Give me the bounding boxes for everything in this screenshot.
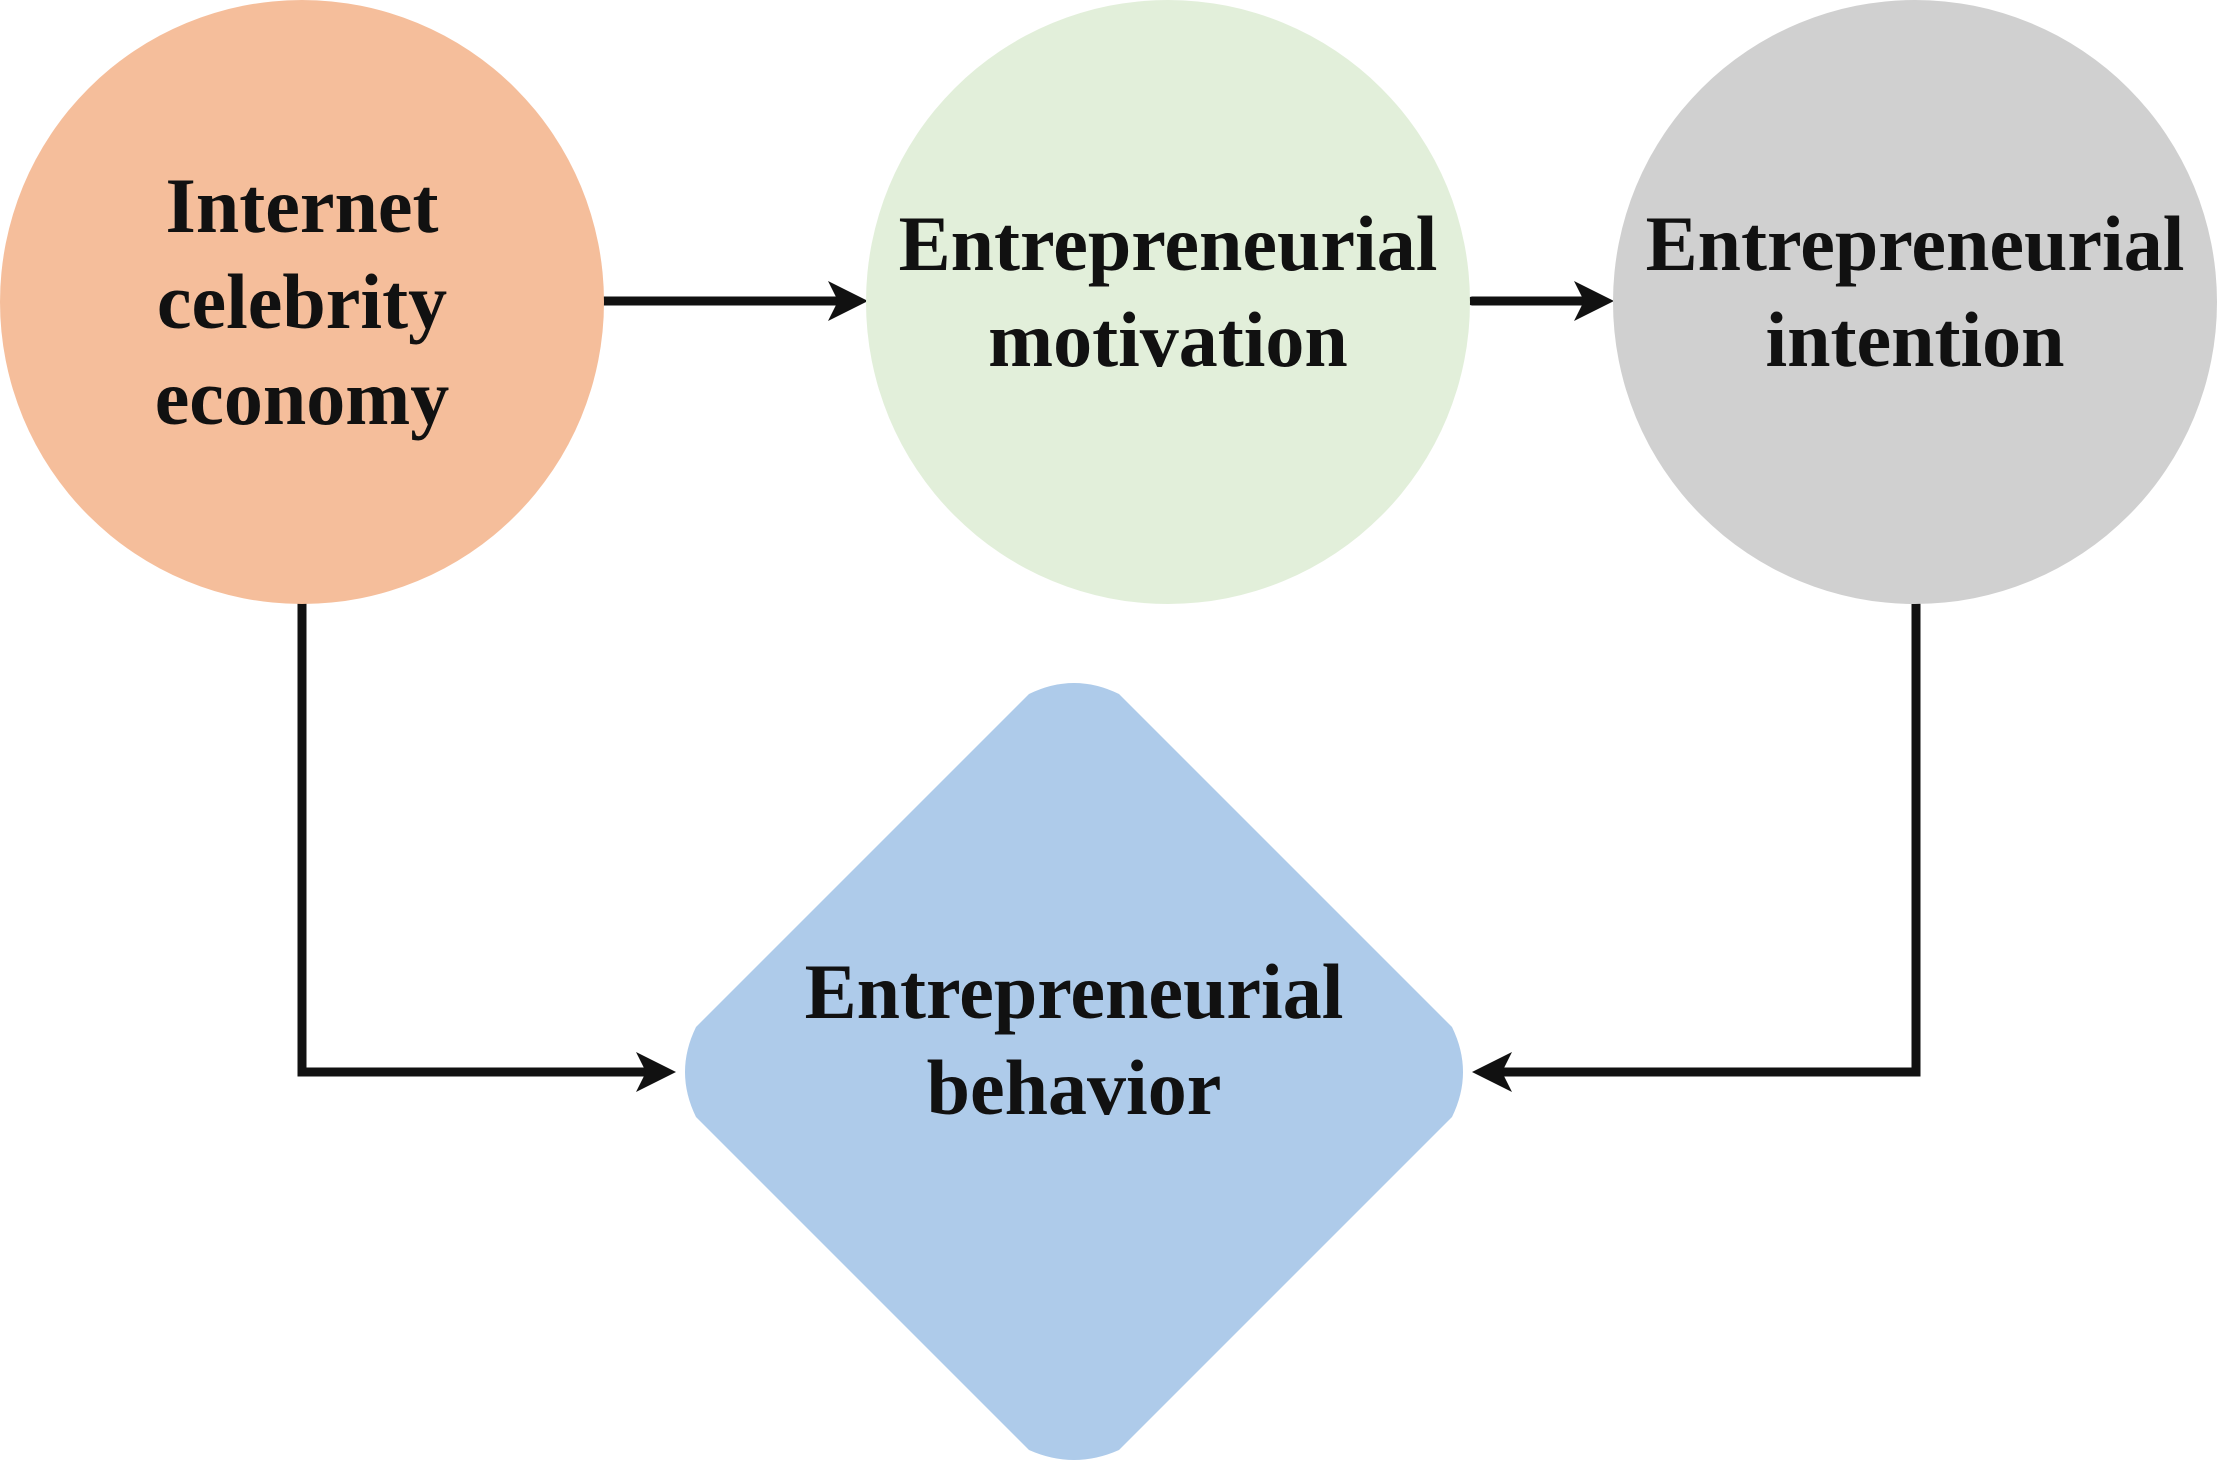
node-motivation-line-2: motivation [988,296,1348,383]
node-internet-line-1: Internet [165,162,439,249]
node-intention-label: Entrepreneurial intention [1646,196,2185,388]
node-entrepreneurial-intention: Entrepreneurial intention [1613,0,2217,604]
node-entrepreneurial-behavior: Entrepreneurial behavior [674,672,1474,1470]
node-internet-line-3: economy [154,354,450,441]
behavior-diamond-shape [685,683,1463,1460]
edge-internet-to-motivation [597,281,868,321]
node-motivation-label: Entrepreneurial motivation [899,196,1438,388]
node-behavior-label: Entrepreneurial behavior [805,944,1344,1136]
node-intention-line-1: Entrepreneurial [1645,200,2185,287]
node-motivation-line-1: Entrepreneurial [898,200,1438,287]
node-internet-celebrity-economy: Internet celebrity economy [0,0,604,604]
edge-internet-to-behavior [297,597,676,1092]
node-internet-label: Internet celebrity economy [155,158,450,446]
edge-motivation-to-intention [1467,281,1614,321]
node-behavior-line-1: Entrepreneurial [804,948,1344,1035]
node-behavior-line-2: behavior [926,1044,1222,1131]
node-entrepreneurial-motivation: Entrepreneurial motivation [866,0,1470,604]
edge-intention-to-behavior [1472,597,1921,1092]
node-internet-line-2: celebrity [156,258,448,345]
node-intention-line-2: intention [1765,296,2065,383]
